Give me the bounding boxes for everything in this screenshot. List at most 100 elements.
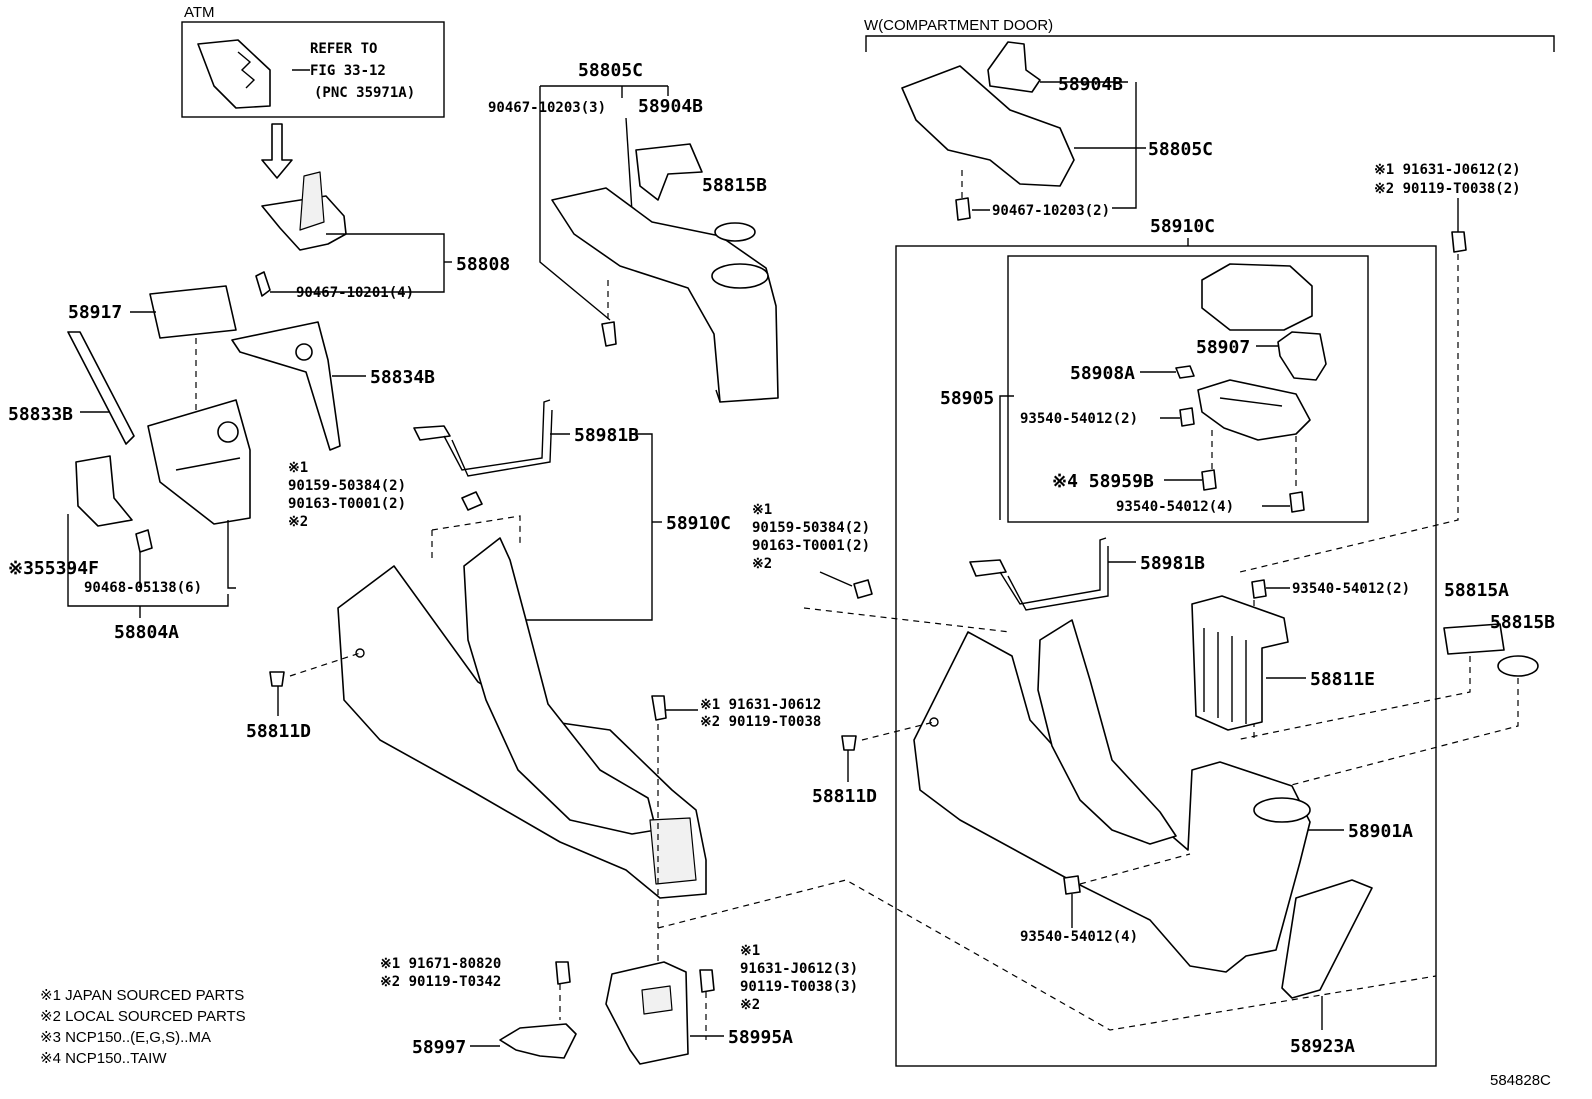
legend: ※1 JAPAN SOURCED PARTS ※2 LOCAL SOURCED …: [40, 987, 246, 1067]
screw-90159-left-drawing: [461, 491, 483, 511]
part-58907: 58907: [1196, 337, 1250, 358]
screw-93540-a-drawing: [1179, 407, 1195, 427]
screw-90159-right-drawing: [853, 579, 873, 599]
part-90119-T0038-b: 90119-T0038(3): [740, 979, 858, 995]
refer-pnc-label: (PNC 35971A): [314, 85, 415, 101]
bracket-58997-drawing: [499, 1023, 577, 1059]
part-58811D-right: 58811D: [812, 786, 877, 807]
bracket-58981B-right-drawing: [969, 537, 1109, 611]
part-58908A: 58908A: [1070, 363, 1135, 384]
part-58904B-right: 58904B: [1058, 74, 1123, 95]
note-s1-c: ※1: [752, 502, 772, 518]
part-58904B-a: 58904B: [638, 96, 703, 117]
part-58805C-right: 58805C: [1148, 139, 1213, 160]
part-58804A: 58804A: [114, 622, 179, 643]
panel-58917-drawing: [149, 285, 237, 339]
part-58981B-left: 58981B: [574, 425, 639, 446]
bolt-91631-right-drawing: [1451, 231, 1467, 253]
clip-58811D-right-drawing: [841, 735, 857, 751]
clip-90468-drawing: [135, 529, 153, 553]
screw-93540-b-drawing: [1289, 491, 1305, 513]
legend-item-4: ※4 NCP150..TAIW: [40, 1050, 167, 1067]
side-trim-58923A-drawing: [1281, 879, 1373, 999]
part-58910C-left: 58910C: [666, 513, 731, 534]
hinge-58907-drawing: [1277, 331, 1327, 381]
compartment-door-variant-label: W(COMPARTMENT DOOR): [864, 17, 1053, 34]
bumper-58959B-drawing: [1201, 469, 1217, 491]
part-58959B: ※4 58959B: [1052, 471, 1154, 492]
mat-58815A-drawing: [1443, 623, 1505, 655]
part-58815A: 58815A: [1444, 580, 1509, 601]
note-s1-b: ※1: [740, 943, 760, 959]
part-93540-54012-c: 93540-54012(2): [1292, 581, 1410, 597]
note-s2-b: ※2: [740, 997, 760, 1013]
part-90468-05138: 90468-05138(6): [84, 580, 202, 596]
bracket-58981B-left-drawing: [413, 399, 553, 477]
refer-fig-label: FIG 33-12: [310, 63, 386, 79]
part-58811D-left: 58811D: [246, 721, 311, 742]
part-90119-T0342: ※2 90119-T0342: [380, 974, 501, 990]
cap-58815B-right-drawing: [1497, 655, 1539, 677]
part-58923A: 58923A: [1290, 1036, 1355, 1057]
part-58815B-right: 58815B: [1490, 612, 1555, 633]
part-58815B-upper: 58815B: [702, 175, 767, 196]
atm-variant-label: ATM: [184, 4, 215, 21]
upper-console-58805C-drawing: [551, 187, 779, 403]
clip-90467-right-drawing: [955, 197, 971, 221]
bolt-91631-lower-drawing: [699, 969, 715, 993]
part-58901A: 58901A: [1348, 821, 1413, 842]
part-58833B: 58833B: [8, 404, 73, 425]
part-90467-10203-a: 90467-10203(3): [488, 100, 606, 116]
holder-58904B-right-drawing: [987, 41, 1041, 93]
compartment-door-assembly-box: [895, 245, 1437, 1067]
part-58997: 58997: [412, 1037, 466, 1058]
trim-58833B-drawing: [67, 331, 135, 445]
clip-90467-upper-drawing: [601, 321, 617, 347]
legend-item-3: ※3 NCP150..(E,G,S)..MA: [40, 1029, 211, 1046]
trim-58834B-drawing: [231, 321, 341, 451]
console-box-58910C-left-drawing: [337, 537, 707, 899]
refer-to-label: REFER TO: [310, 41, 377, 57]
part-58805C-upper-left: 58805C: [578, 60, 643, 81]
atm-reference-box: [181, 21, 445, 118]
part-90119-T0038-c: ※2 90119-T0038(2): [1374, 181, 1521, 197]
console-box-58901A-drawing: [913, 619, 1311, 973]
part-58917: 58917: [68, 302, 122, 323]
part-90163-T0001-a: 90163-T0001(2): [288, 496, 406, 512]
direction-arrow-icon: [261, 123, 293, 179]
shift-bezel-drawing: [147, 399, 251, 525]
part-91631-J0612-b: 91631-J0612(3): [740, 961, 858, 977]
part-58995A: 58995A: [728, 1027, 793, 1048]
bracket-58995A-drawing: [605, 961, 689, 1065]
part-91631-J0612-a: ※1 91631-J0612: [700, 697, 821, 713]
legend-item-2: ※2 LOCAL SOURCED PARTS: [40, 1008, 246, 1025]
part-90119-T0038-a: ※2 90119-T0038: [700, 714, 821, 730]
cap-58815B-drawing: [714, 222, 756, 242]
armrest-58905-box: [1007, 255, 1369, 523]
mat-55394F-drawing: [75, 455, 133, 527]
bracket-58908A-drawing: [1175, 365, 1195, 379]
bolt-91631-left-drawing: [651, 695, 667, 721]
part-58905: 58905: [940, 388, 994, 409]
part-58811E: 58811E: [1310, 669, 1375, 690]
clip-58811D-left-drawing: [269, 671, 285, 687]
part-58834B: 58834B: [370, 367, 435, 388]
figure-code: 584828C: [1490, 1072, 1551, 1089]
part-55394F: ※355394F: [8, 558, 99, 579]
upper-console-58805C-right-drawing: [901, 65, 1075, 187]
screw-93540-d-drawing: [1063, 875, 1081, 895]
part-93540-54012-d: 93540-54012(4): [1020, 929, 1138, 945]
shift-boot-drawing: [255, 171, 347, 297]
part-91631-J0612-c: ※1 91631-J0612(2): [1374, 162, 1521, 178]
part-90159-50384-a: 90159-50384(2): [288, 478, 406, 494]
part-58981B-right: 58981B: [1140, 553, 1205, 574]
holder-58904B-upper-drawing: [635, 143, 703, 201]
screw-93540-c-drawing: [1251, 579, 1267, 599]
bolt-91671-drawing: [555, 961, 571, 985]
shift-lever-reference-icon: [197, 39, 271, 109]
armrest-lid-58907-drawing: [1201, 263, 1313, 331]
note-s2-a: ※2: [288, 514, 308, 530]
note-s2-c: ※2: [752, 556, 772, 572]
part-58808: 58808: [456, 254, 510, 275]
